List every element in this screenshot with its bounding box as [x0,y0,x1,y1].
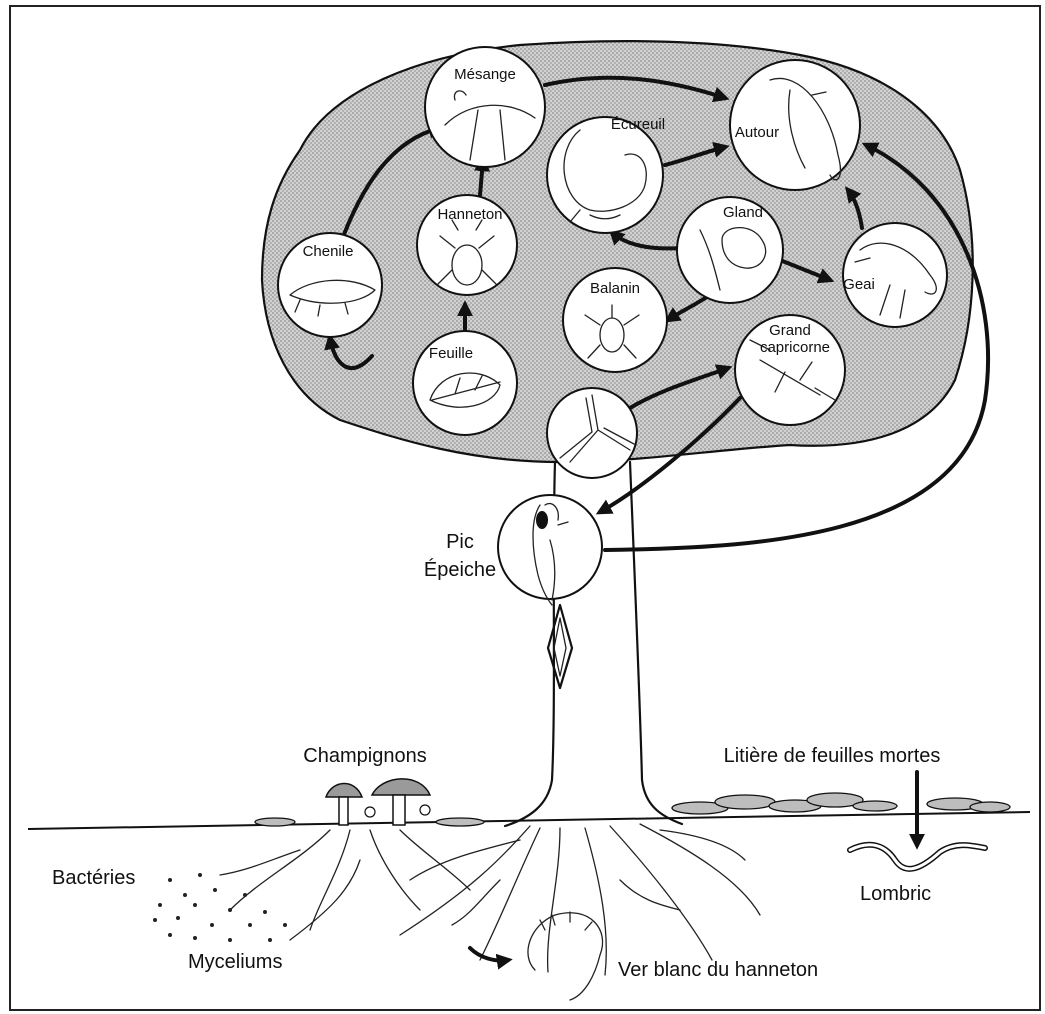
label-pic-2: Épeiche [424,558,496,581]
label-lombric: Lombric [860,883,931,905]
node-balanin: Balanin [563,268,667,372]
node-bois [547,388,637,478]
bark-mark-inner [554,618,566,676]
node-geai: Geai [843,223,947,327]
label-balanin: Balanin [590,280,640,297]
node-gland: Gland [677,197,783,303]
node-feuille: Feuille [413,331,517,435]
label-feuille: Feuille [429,345,473,362]
label-litiere: Litière de feuilles mortes [724,745,941,767]
node-pic-epeiche [498,495,602,605]
label-champignons: Champignons [303,745,426,767]
label-gland: Gland [723,204,763,221]
label-capricorne-2: capricorne [760,339,830,356]
label-pic-1: Pic [446,531,474,553]
tree-trunk-right [630,462,682,824]
label-capricorne-1: Grand [769,322,811,339]
mycelium-threads [220,830,470,940]
node-mesange: Mésange [425,47,545,167]
label-ver-blanc: Ver blanc du hanneton [618,959,818,981]
earthworm [850,845,985,869]
node-capricorne: Grand capricorne [735,315,845,425]
arrow-roots-grub [470,948,508,961]
label-geai: Geai [843,276,875,293]
white-grub [528,912,603,1000]
node-hanneton: Hanneton [417,195,517,295]
label-mesange: Mésange [454,66,516,83]
tree-roots [400,824,760,975]
label-autour: Autour [735,124,779,141]
label-hanneton: Hanneton [437,206,502,223]
node-autour: Autour [730,60,860,190]
label-myceliums: Myceliums [188,951,282,973]
label-chenille: Chenile [303,243,354,260]
bacteria-dots [153,873,287,942]
node-chenille: Chenile [278,233,382,337]
label-bacteries: Bactéries [52,867,135,889]
label-ecureuil: Écureuil [611,116,665,133]
mushrooms [326,779,430,825]
